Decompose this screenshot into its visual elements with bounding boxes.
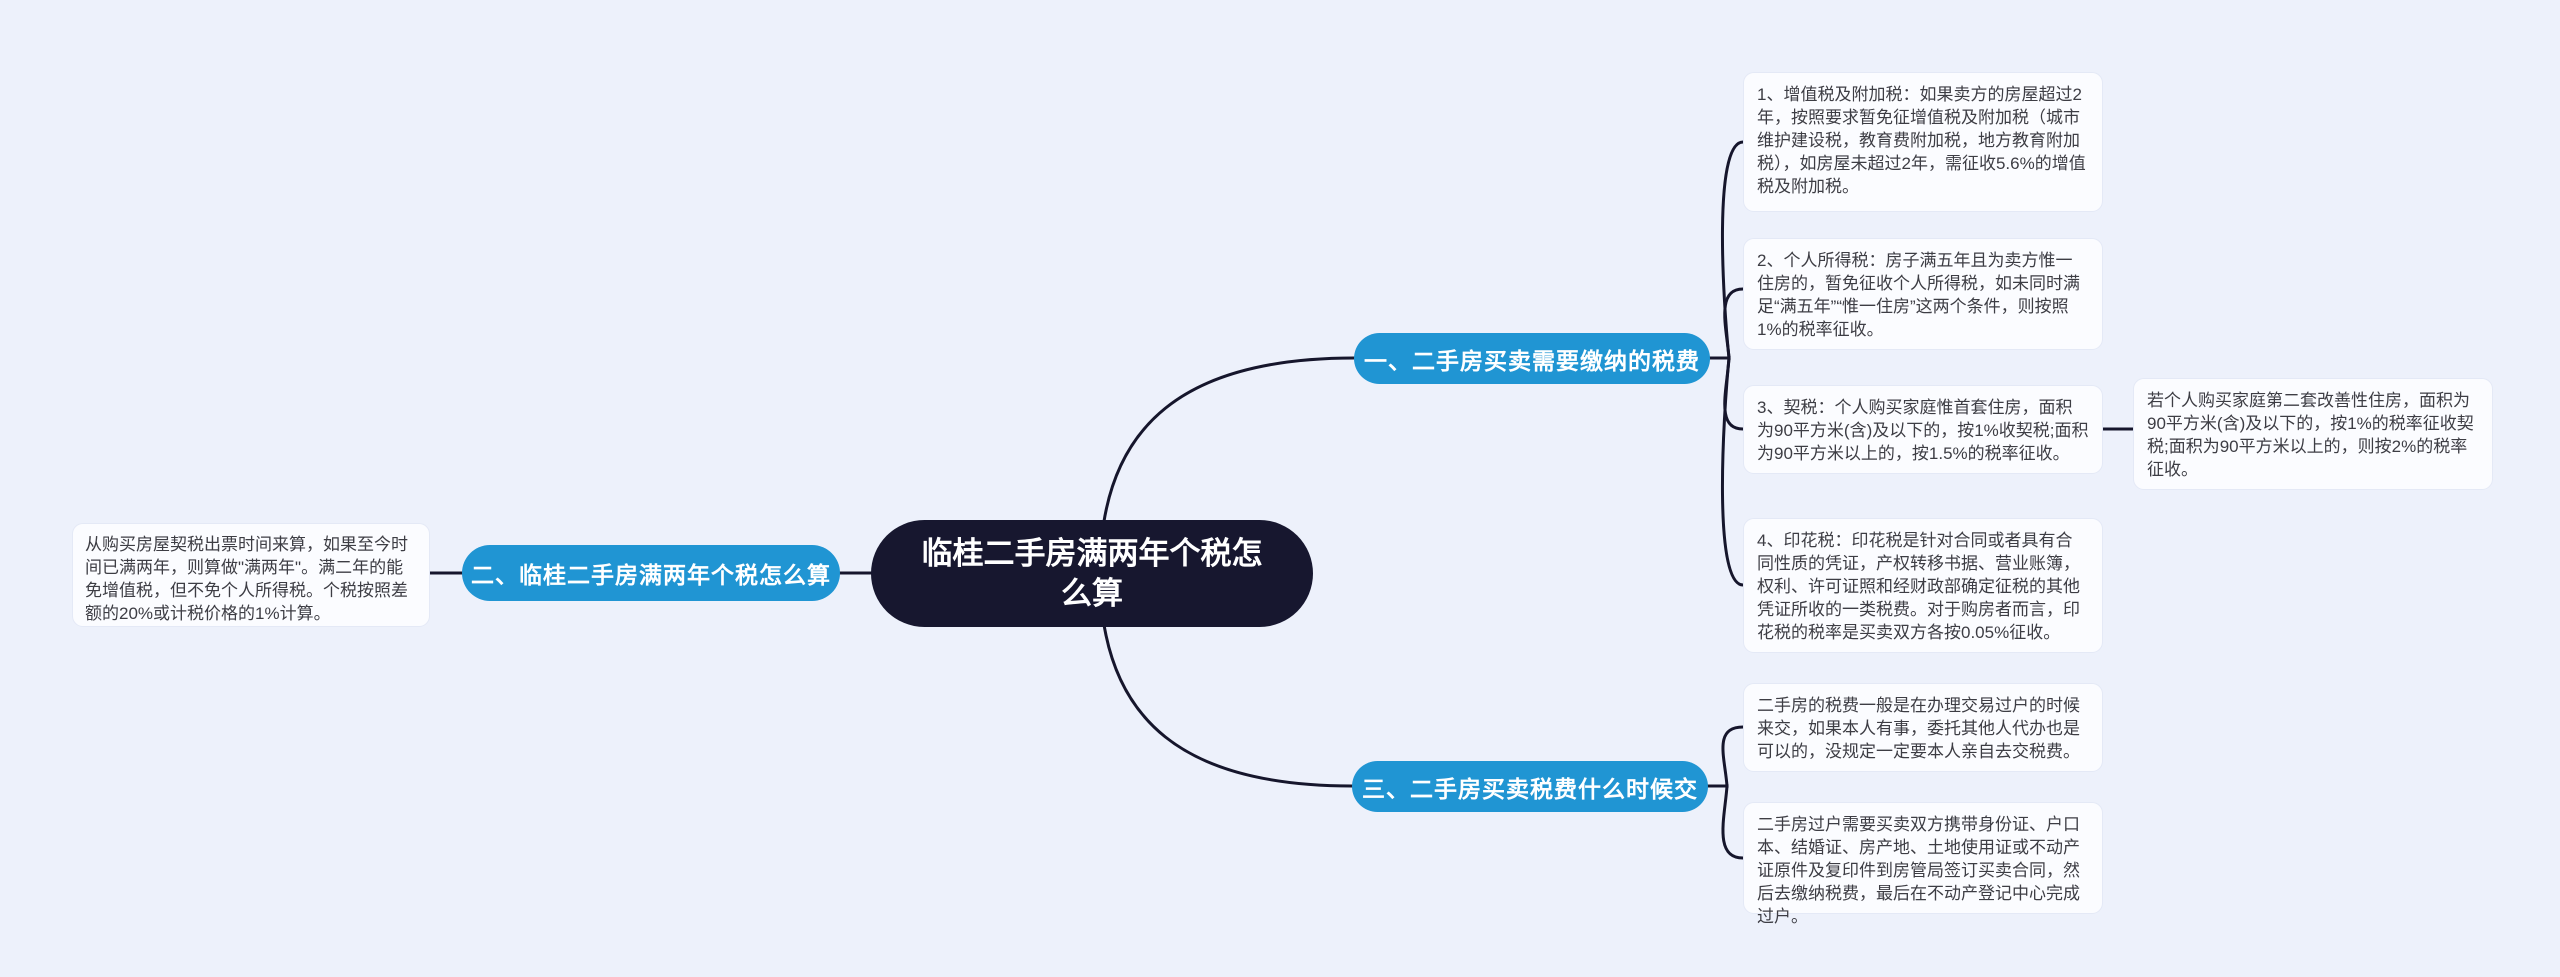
connector-topic3-to-procedure	[1706, 784, 1745, 860]
note-transfer-procedure[interactable]: 二手房过户需要买卖双方携带身份证、户口本、结婚证、房产地、土地使用证或不动产证原…	[1743, 802, 2103, 926]
note-deed-tax[interactable]: 3、契税：个人购买家庭惟首套住房，面积为90平方米(含)及以下的，按1%收契税;…	[1743, 385, 2103, 474]
root-node[interactable]: 临桂二手房满两年个税怎么算	[871, 520, 1313, 627]
note-pay-at-transfer[interactable]: 二手房的税费一般是在办理交易过户的时候来交，如果本人有事，委托其他人代办也是可以…	[1743, 683, 2103, 772]
note-stamp-tax[interactable]: 4、印花税：印花税是针对合同或者具有合同性质的凭证，产权转移书据、营业账簿，权利…	[1743, 518, 2103, 653]
connector-root-to-topic1	[1098, 356, 1356, 575]
note-personal-income-tax[interactable]: 2、个人所得税：房子满五年且为卖方惟一住房的，暂免征收个人所得税，如未同时满足“…	[1743, 238, 2103, 350]
connector-root-to-topic3	[1098, 571, 1354, 788]
note-two-year-rule[interactable]: 从购买房屋契税出票时间来算，如果至今时间已满两年，则算做"满两年"。满二年的能免…	[72, 523, 430, 627]
topic-node-how-to-calculate[interactable]: 二、临桂二手房满两年个税怎么算	[462, 545, 840, 601]
note-vat-surtax[interactable]: 1、增值税及附加税：如果卖方的房屋超过2年，按照要求暂免征增值税及附加税（城市维…	[1743, 72, 2103, 212]
connector-topic3-to-when	[1706, 725, 1745, 788]
topic-node-taxes-to-pay[interactable]: 一、二手房买卖需要缴纳的税费	[1354, 333, 1710, 384]
topic-node-when-to-pay[interactable]: 三、二手房买卖税费什么时候交	[1352, 761, 1708, 812]
connector-topic1-to-income	[1708, 287, 1745, 360]
connector-topic1-to-stamp	[1708, 356, 1745, 587]
note-deed-tax-second-home[interactable]: 若个人购买家庭第二套改善性住房，面积为90平方米(含)及以下的，按1%的税率征收…	[2133, 378, 2493, 490]
